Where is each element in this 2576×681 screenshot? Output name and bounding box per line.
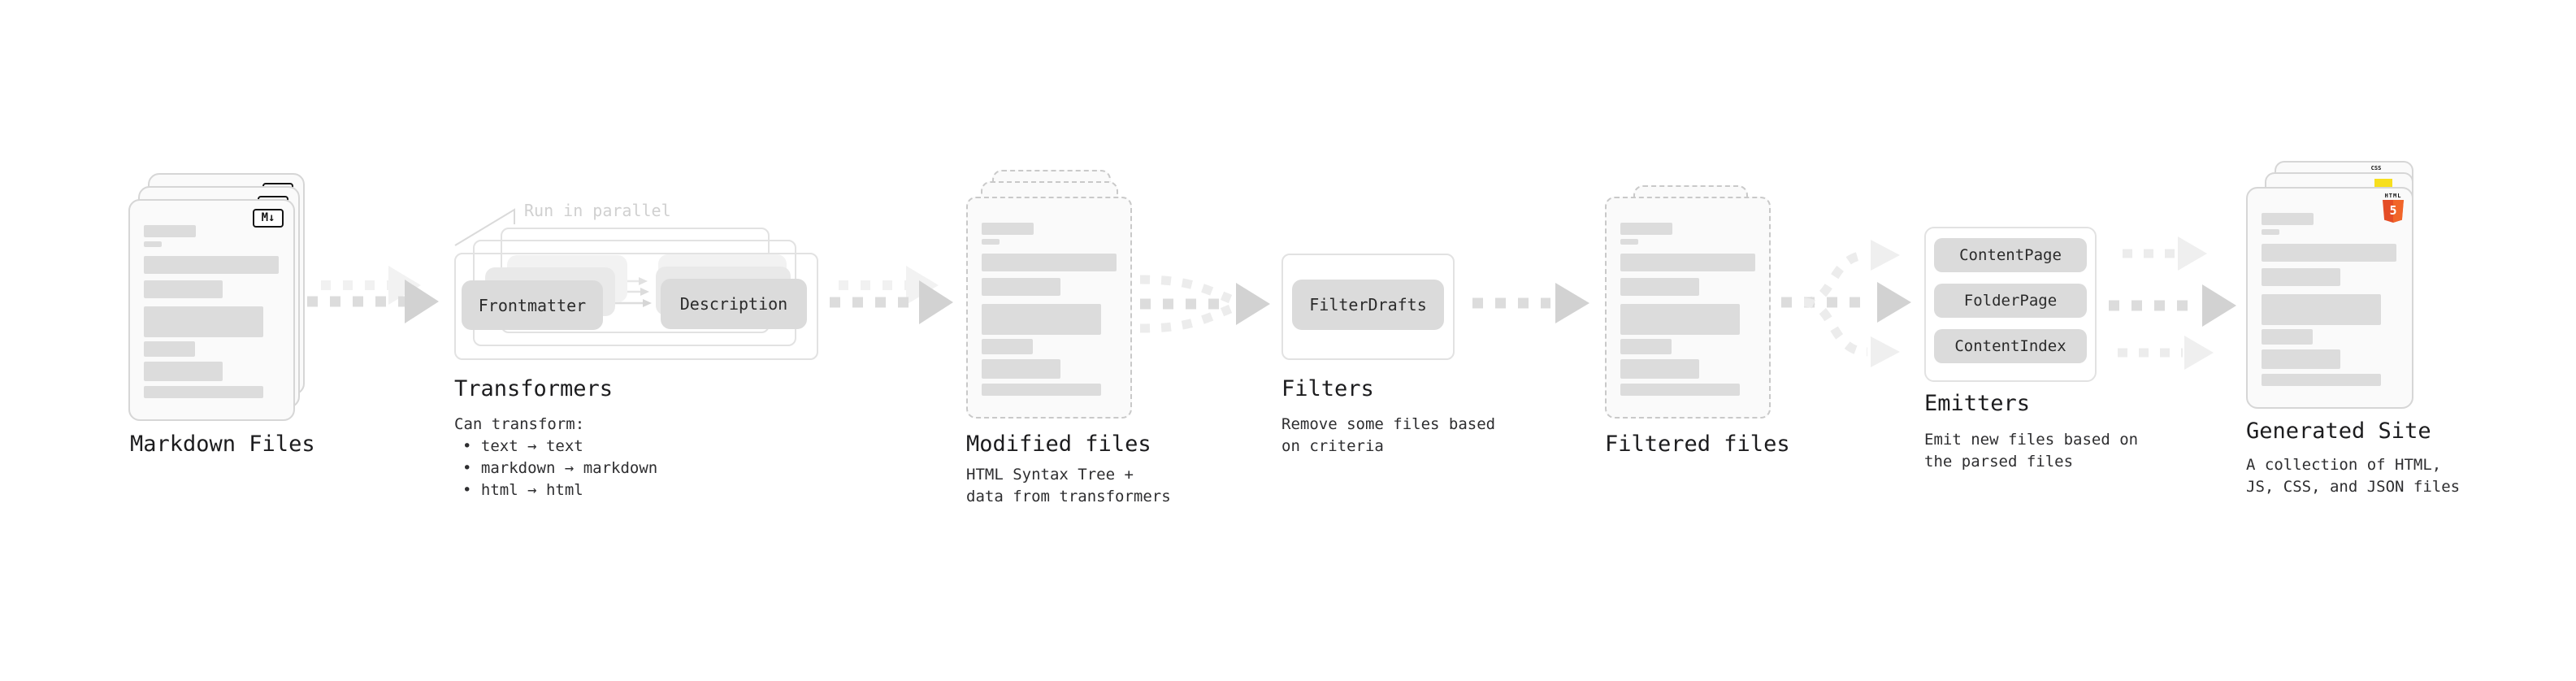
run-in-parallel-callout-line	[454, 208, 515, 246]
placeholder-text-bar	[2262, 229, 2279, 235]
placeholder-text-bar	[2262, 294, 2381, 325]
filtered-files-label: Filtered files	[1605, 432, 1790, 457]
placeholder-text-bar	[2262, 268, 2340, 286]
placeholder-text-bar	[982, 304, 1101, 335]
html5-icon-shield: 5	[2383, 200, 2404, 223]
placeholder-text-bar	[1620, 304, 1740, 335]
placeholder-text-bar	[1620, 384, 1740, 396]
generated-html-card: HTML 5	[2246, 187, 2413, 409]
markdown-file-card-front: M↓	[128, 199, 295, 421]
markdown-icon: M↓	[253, 209, 284, 228]
placeholder-text-bar	[982, 339, 1033, 354]
placeholder-text-bar	[982, 223, 1034, 235]
placeholder-text-bar	[144, 306, 263, 337]
placeholder-text-bar	[1620, 254, 1755, 271]
modified-files-label: Modified files	[966, 432, 1151, 457]
placeholder-text-bar	[144, 241, 162, 247]
placeholder-text-bar	[1620, 223, 1672, 235]
placeholder-text-bar	[1620, 278, 1699, 296]
filtered-file-card-front	[1605, 197, 1771, 419]
generated-site-label: Generated Site	[2246, 419, 2431, 444]
emitters-desc-line: the parsed files	[1924, 453, 2074, 471]
transformers-desc-bullet: • text → text	[462, 437, 583, 455]
arrow-filtered-to-emitters	[1781, 240, 1911, 367]
placeholder-text-bar	[982, 359, 1060, 379]
filterdrafts-pill: FilterDrafts	[1292, 280, 1444, 330]
transformers-desc-bullet: • markdown → markdown	[462, 459, 658, 477]
arrow-transformers-to-modified	[830, 280, 953, 324]
modified-desc-line: data from transformers	[966, 488, 1171, 505]
arrow-emitters-to-generated	[2109, 236, 2236, 370]
modified-files-description: HTML Syntax Tree + data from transformer…	[966, 464, 1171, 508]
frontmatter-pill: Frontmatter	[462, 280, 603, 330]
transformers-desc-line: Can transform:	[454, 415, 585, 433]
css-icon-label: CSS	[2370, 165, 2382, 171]
transformer-instance-front	[454, 253, 818, 360]
placeholder-text-bar	[982, 278, 1060, 296]
placeholder-text-bar	[982, 239, 1000, 245]
placeholder-text-bar	[144, 280, 223, 298]
placeholder-text-bar	[1620, 359, 1699, 379]
emitters-description: Emit new files based on the parsed files	[1924, 429, 2138, 473]
folderpage-pill: FolderPage	[1934, 284, 2087, 318]
markdown-files-label: Markdown Files	[130, 432, 315, 457]
placeholder-text-bar	[2262, 349, 2340, 369]
generated-desc-line: JS, CSS, and JSON files	[2246, 478, 2461, 496]
html5-icon-number: 5	[2389, 203, 2397, 218]
placeholder-text-bar	[1620, 339, 1672, 354]
emitters-label: Emitters	[1924, 391, 2031, 416]
placeholder-text-bar	[2262, 213, 2314, 225]
placeholder-text-bar	[2262, 329, 2313, 345]
placeholder-text-bar	[144, 341, 195, 357]
generated-site-description: A collection of HTML, JS, CSS, and JSON …	[2246, 454, 2460, 498]
transformers-description: Can transform: • text → text • markdown …	[454, 414, 657, 501]
transformers-desc-bullet: • html → html	[462, 481, 583, 499]
filters-description: Remove some files based on criteria	[1281, 414, 1495, 458]
placeholder-text-bar	[144, 256, 279, 274]
modified-file-card-front	[966, 197, 1132, 419]
html5-icon: HTML 5	[2383, 193, 2404, 223]
filters-desc-line: on criteria	[1281, 437, 1384, 455]
html5-icon-label: HTML	[2384, 193, 2402, 199]
description-pill: Description	[661, 279, 807, 329]
contentpage-pill: ContentPage	[1934, 238, 2087, 272]
placeholder-text-bar	[1620, 239, 1638, 245]
modified-desc-line: HTML Syntax Tree +	[966, 466, 1134, 484]
placeholder-text-bar	[982, 254, 1117, 271]
placeholder-text-bar	[144, 386, 263, 398]
placeholder-text-bar	[2262, 244, 2396, 262]
placeholder-text-bar	[2262, 374, 2381, 386]
filters-label: Filters	[1281, 376, 1374, 401]
placeholder-text-bar	[144, 362, 223, 381]
arrow-markdown-to-transformers	[307, 280, 439, 323]
placeholder-text-bar	[982, 384, 1101, 396]
filters-desc-line: Remove some files based	[1281, 415, 1496, 433]
emitters-desc-line: Emit new files based on	[1924, 431, 2139, 449]
transformers-label: Transformers	[454, 376, 614, 401]
generated-desc-line: A collection of HTML,	[2246, 456, 2442, 474]
arrow-filters-to-filtered	[1472, 283, 1589, 323]
run-in-parallel-annotation: Run in parallel	[524, 201, 671, 220]
html5-icon-shield-light	[2393, 200, 2404, 223]
arrow-modified-to-filters	[1139, 275, 1270, 333]
contentindex-pill: ContentIndex	[1934, 329, 2087, 363]
placeholder-text-bar	[144, 225, 196, 237]
